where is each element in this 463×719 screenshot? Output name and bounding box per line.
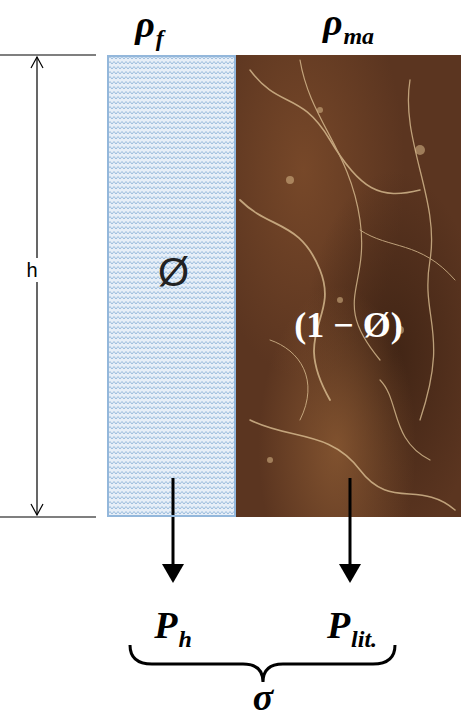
fluid-column: ρfØ: [107, 55, 236, 517]
density-label: ρf: [135, 5, 164, 43]
load-arrow: [162, 478, 361, 583]
dimension-label: h: [25, 258, 38, 282]
symbol: P: [327, 604, 350, 646]
subscript: lit.: [351, 626, 377, 652]
symbol: ρ: [323, 1, 343, 43]
subscript: f: [156, 25, 164, 51]
matrix-fill: [236, 55, 461, 517]
fluid-fill: [107, 55, 236, 517]
porosity-label: Ø: [158, 252, 189, 292]
symbol: P: [154, 604, 177, 646]
subscript: h: [178, 626, 191, 652]
pressure-label: Plit.: [327, 606, 377, 644]
matrix-column: ρma(1 − Ø): [236, 55, 461, 517]
pressure-label: Ph: [154, 606, 192, 644]
subscript: ma: [343, 23, 374, 49]
dimension-line: [0, 55, 96, 517]
symbol: ρ: [135, 3, 155, 45]
stress-label: σ: [253, 678, 273, 716]
fraction-label: (1 − Ø): [294, 307, 403, 343]
density-label: ρma: [323, 3, 374, 41]
